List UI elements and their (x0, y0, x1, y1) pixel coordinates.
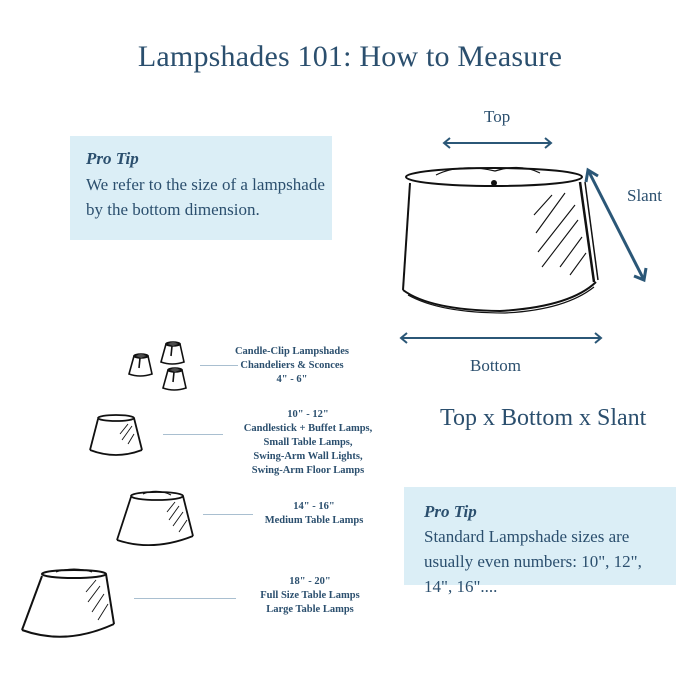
connector-line (203, 514, 253, 515)
size-line: 10" - 12" (287, 409, 329, 420)
size-label-10-12: 10" - 12" Candlestick + Buffet Lamps, Sm… (238, 408, 378, 478)
pro-tip-box-standard-sizes: Pro Tip Standard Lampshade sizes are usu… (404, 487, 676, 596)
small-lampshade-sketch-icon (89, 414, 143, 456)
bottom-arrow-icon (399, 332, 603, 344)
top-arrow-icon (442, 137, 553, 149)
size-label-14-16: 14" - 16" Medium Table Lamps (262, 500, 366, 528)
medium-lampshade-sketch-icon (116, 490, 194, 547)
top-label: Top (484, 107, 511, 126)
large-lampshade-sketch-icon (21, 568, 115, 638)
size-line: 4" - 6" (276, 374, 308, 385)
connector-line (163, 434, 223, 435)
size-line: Medium Table Lamps (264, 515, 364, 526)
slant-arrow-icon (584, 167, 648, 283)
size-line: Candle-Clip Lampshades (234, 346, 350, 357)
size-line: Chandeliers & Sconces (240, 360, 344, 371)
size-line: 18" - 20" (289, 576, 331, 587)
connector-line (134, 598, 236, 599)
size-line: Full Size Table Lamps (260, 590, 360, 601)
size-label-candle-clip: Candle-Clip Lampshades Chandeliers & Sco… (232, 345, 352, 387)
lampshade-sketch-large-icon (402, 166, 599, 314)
page-title: Lampshades 101: How to Measure (137, 40, 563, 73)
size-line: Swing-Arm Wall Lights, (253, 451, 363, 462)
size-line: Swing-Arm Floor Lamps (251, 465, 365, 476)
candle-clip-lampshades-sketch-icon (128, 341, 187, 391)
size-line: 14" - 16" (293, 501, 335, 512)
slant-label: Slant (627, 186, 662, 205)
size-line: Candlestick + Buffet Lamps, (243, 423, 373, 434)
size-line: Large Table Lamps (266, 604, 354, 615)
pro-tip-body: We refer to the size of a lampshade by t… (86, 175, 325, 219)
connector-line (200, 365, 238, 366)
bottom-label: Bottom (470, 356, 522, 375)
size-line: Small Table Lamps, (263, 437, 353, 448)
pro-tip-box-bottom-dimension: Pro Tip We refer to the size of a lampsh… (70, 136, 332, 240)
measurement-formula: Top x Bottom x Slant (440, 405, 647, 431)
pro-tip-heading: Pro Tip (86, 149, 139, 168)
pro-tip-body: Standard Lampshade sizes are usually eve… (424, 527, 642, 596)
pro-tip-heading: Pro Tip (424, 502, 477, 521)
size-label-18-20: 18" - 20" Full Size Table Lamps Large Ta… (250, 575, 370, 617)
